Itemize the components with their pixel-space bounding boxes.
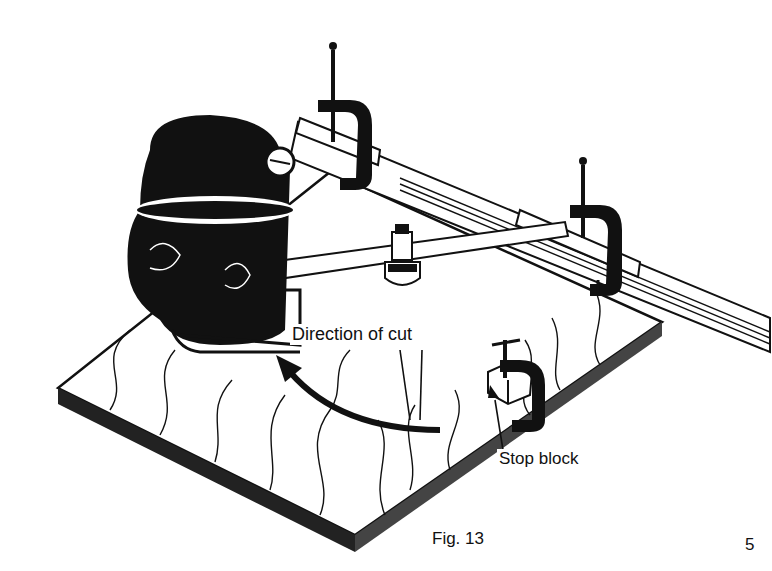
board-side-edge [355,322,662,552]
pivot [385,224,420,285]
board-front-edge [58,388,355,552]
leader-line [495,400,503,450]
c-clamp [318,42,372,190]
router [128,115,301,352]
c-clamp [570,157,622,296]
stop-block [488,340,545,432]
figure-caption: Fig. 13 [430,529,486,549]
page-number: 5 [743,535,756,555]
direction-arrow [290,372,440,430]
arrowhead [488,385,499,398]
part-name: Stop block [497,449,580,469]
direction-label: Direction of cut [290,324,414,345]
leader-line [400,350,422,420]
arrowhead [276,355,302,382]
